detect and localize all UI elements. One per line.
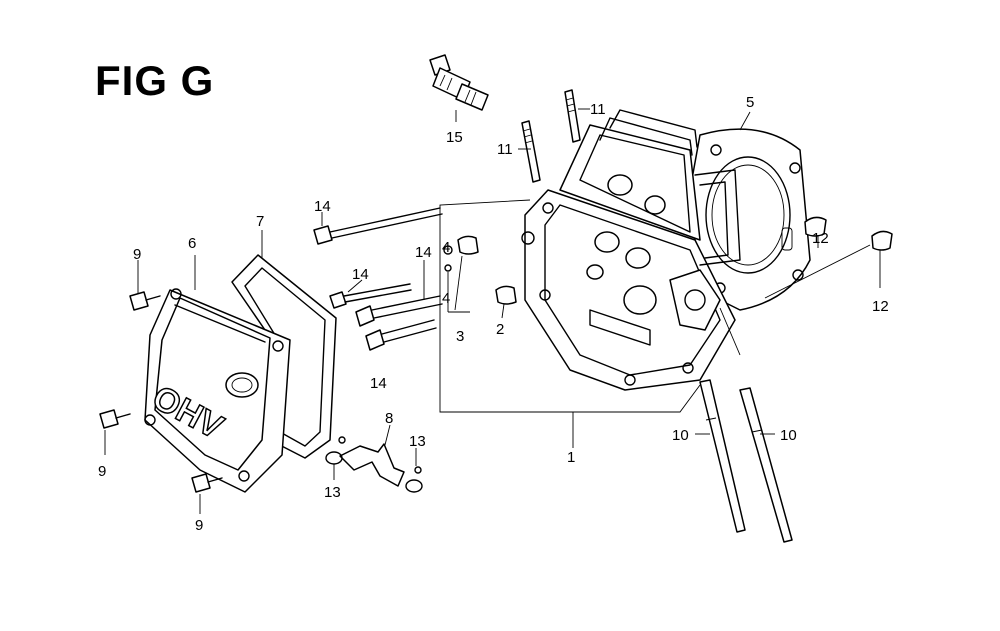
callout-9: 9 xyxy=(133,246,141,263)
callout-10: 10 xyxy=(780,427,797,444)
callout-3: 3 xyxy=(456,328,464,345)
spark-plug xyxy=(429,54,489,122)
callout-7: 7 xyxy=(256,213,264,230)
callout-13: 13 xyxy=(409,433,426,450)
callout-8: 8 xyxy=(385,410,393,427)
callout-15: 15 xyxy=(446,129,463,146)
callout-12: 12 xyxy=(812,230,829,247)
callout-1: 1 xyxy=(567,449,575,466)
callout-13: 13 xyxy=(324,484,341,501)
callout-11: 11 xyxy=(497,141,513,158)
callout-6: 6 xyxy=(188,235,196,252)
plugs-2-3-4 xyxy=(443,235,517,319)
callout-14: 14 xyxy=(370,375,387,392)
cover-bolts-9 xyxy=(99,260,223,514)
callout-labels: 15 11 11 5 14 14 14 14 7 6 9 4 4 3 2 12 … xyxy=(98,94,889,534)
callout-10: 10 xyxy=(672,427,689,444)
head-bolts-10 xyxy=(695,379,793,543)
reference-bracket xyxy=(439,199,741,448)
stud-bolts-11 xyxy=(518,89,590,183)
callout-11: 11 xyxy=(590,101,606,118)
hose-clips-13 xyxy=(325,436,423,493)
breather-tube xyxy=(339,424,405,487)
callout-14: 14 xyxy=(314,198,331,215)
callout-5: 5 xyxy=(746,94,754,111)
dowel-pins-12 xyxy=(764,216,893,299)
valve-cover: OHV xyxy=(144,255,291,493)
figure-title: FIG G xyxy=(95,57,215,104)
callout-9: 9 xyxy=(195,517,203,534)
cover-bolts-14 xyxy=(313,207,443,351)
callout-4: 4 xyxy=(442,290,450,307)
cylinder-head xyxy=(521,109,741,391)
callout-2: 2 xyxy=(496,321,504,338)
callout-12: 12 xyxy=(872,298,889,315)
callout-4: 4 xyxy=(442,239,450,256)
callout-14: 14 xyxy=(352,266,369,283)
callout-14: 14 xyxy=(415,244,432,261)
callout-9: 9 xyxy=(98,463,106,480)
head-gasket xyxy=(689,111,811,311)
